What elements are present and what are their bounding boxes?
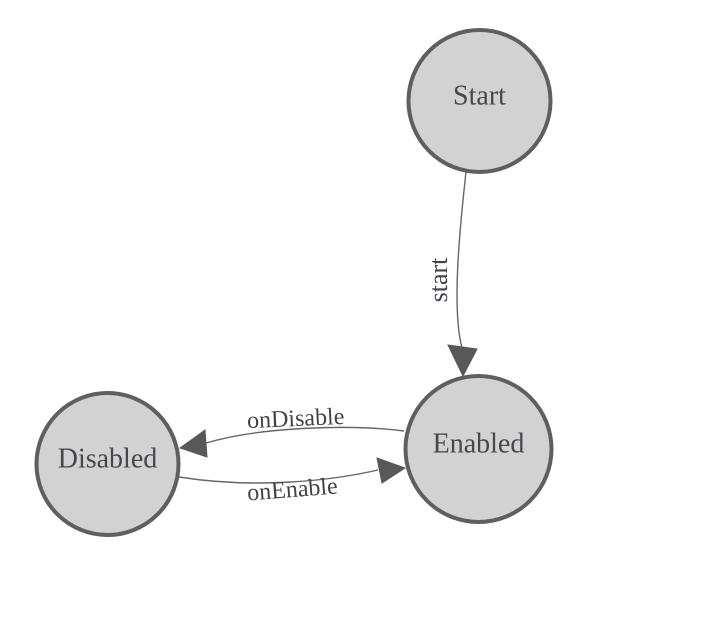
state-node-start[interactable]: Start [406, 28, 553, 174]
arrowhead-into-enabled-left [376, 457, 407, 484]
arrowhead-into-enabled-top [447, 344, 478, 378]
state-node-disabled[interactable]: Disabled [34, 391, 181, 537]
state-node-enabled[interactable]: Enabled [403, 374, 554, 524]
state-node-start-circle[interactable] [406, 28, 553, 174]
edge-disabled-to-enabled: onEnable [178, 457, 407, 507]
state-node-enabled-circle[interactable] [403, 374, 554, 524]
state-node-disabled-circle[interactable] [34, 391, 181, 537]
edge-ondisable-line [205, 426, 405, 444]
edge-start-line [456, 171, 467, 349]
edge-label-start: start [424, 257, 453, 303]
edge-start-to-enabled: start [424, 171, 478, 378]
state-node-start-label: Start [453, 81, 506, 112]
edge-onenable-line [178, 469, 379, 484]
state-node-disabled-label: Disabled [58, 444, 158, 475]
edge-label-onenable: onEnable [246, 474, 338, 507]
state-node-enabled-label: Enabled [433, 429, 525, 460]
edge-label-ondisable: onDisable [247, 404, 345, 434]
arrowhead-into-disabled [178, 429, 208, 458]
edge-enabled-to-disabled: onDisable [178, 404, 405, 458]
